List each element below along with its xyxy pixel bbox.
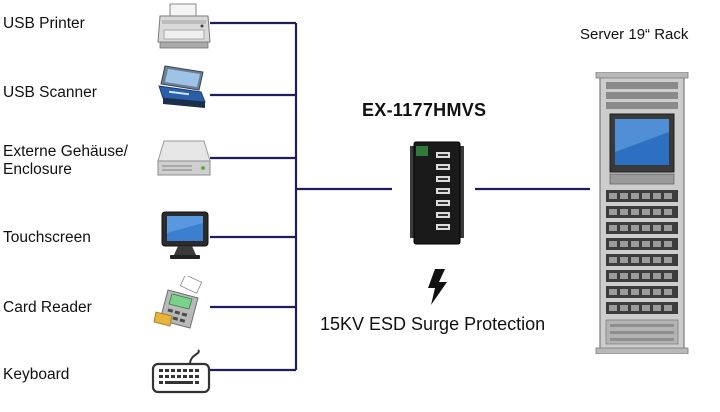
rack-title: Server 19“ Rack [580,26,689,43]
scanner-icon [158,65,206,108]
lightning-icon [428,269,447,305]
hub-title: EX-1177HMVS [362,100,487,120]
label-enclosure-line1: Externe Gehäuse/ [3,143,128,160]
label-usb-printer: USB Printer [3,15,85,32]
label-usb-scanner: USB Scanner [3,84,97,101]
label-keyboard: Keyboard [3,366,70,383]
server-rack-icon [595,72,689,354]
label-touchscreen: Touchscreen [3,229,91,246]
keyboard-icon [151,349,211,394]
card-reader-icon [153,276,203,329]
label-card-reader: Card Reader [3,299,92,316]
enclosure-icon [157,140,211,176]
touchscreen-icon [161,211,209,259]
printer-icon [157,3,211,49]
label-enclosure-line2: Enclosure [3,161,72,178]
usb-hub-icon [410,141,464,245]
esd-protection-label: 15KV ESD Surge Protection [320,314,546,334]
